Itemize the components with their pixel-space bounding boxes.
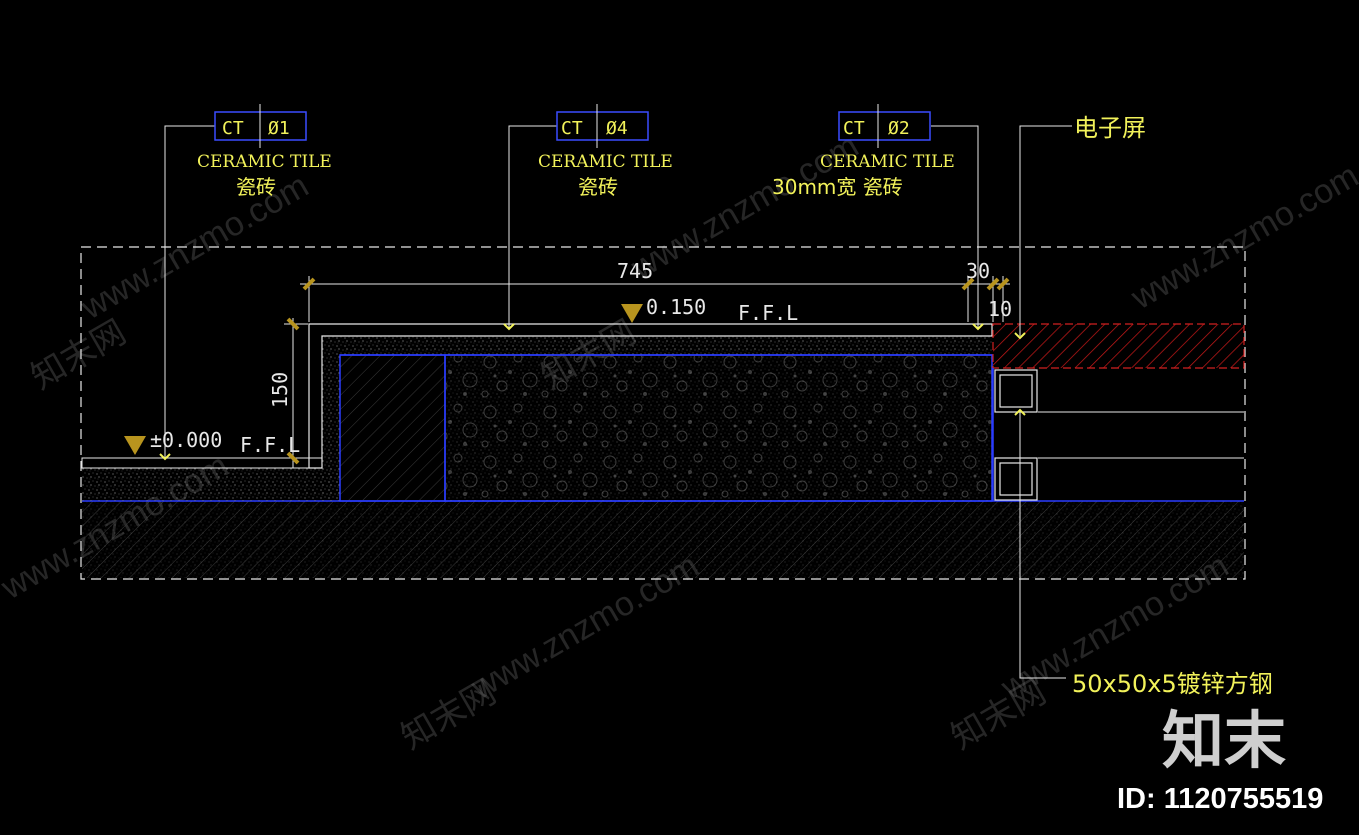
- tag-ct04: CT Ø4 CERAMIC TILE 瓷砖: [538, 104, 673, 199]
- dimension-vertical: 150: [268, 317, 308, 468]
- level-upper-value: 0.150: [646, 295, 706, 319]
- level-lower-value: ±0.000: [150, 428, 222, 452]
- tag-ct01: CT Ø1 CERAMIC TILE 瓷砖: [197, 104, 332, 199]
- tag-number: Ø2: [888, 118, 910, 139]
- tag-material-cn: 瓷砖: [236, 175, 276, 199]
- level-upper-suffix: F.F.L: [738, 301, 798, 325]
- drawing-boundary: [80, 246, 1246, 580]
- steel-tube-lower: [994, 457, 1038, 501]
- watermark-text: www.znzmo.com: [1124, 156, 1359, 317]
- dimension-horizontal: 745 30 10: [300, 259, 1012, 322]
- platform-screed: [322, 336, 992, 501]
- steel-label: 50x50x5镀锌方钢: [1072, 670, 1273, 698]
- tag-code: CT: [843, 118, 865, 139]
- level-upper: 0.150 F.F.L: [621, 295, 798, 325]
- tag-number: Ø4: [606, 118, 628, 139]
- tag-material: CERAMIC TILE: [197, 152, 332, 172]
- steel-tube-upper: [994, 369, 1038, 413]
- watermark-brand: 知末网: [25, 313, 132, 397]
- leader-lines: [164, 125, 1072, 679]
- lower-screed: [82, 468, 340, 501]
- tag-material: CERAMIC TILE: [538, 152, 673, 172]
- watermark-brand: 知末网: [395, 673, 502, 757]
- watermark-brand: 知末网: [945, 673, 1052, 757]
- tag-material-cn: 瓷砖: [578, 175, 618, 199]
- tag-number: Ø1: [268, 118, 290, 139]
- tag-code: CT: [222, 118, 244, 139]
- tag-material-cn: 30mm宽 瓷砖: [772, 175, 903, 199]
- tag-code: CT: [561, 118, 583, 139]
- dim-30: 30: [966, 259, 990, 283]
- dim-10: 10: [988, 297, 1012, 321]
- brand-logo: 知末: [1162, 704, 1286, 777]
- image-id: ID: 1120755519: [1117, 783, 1323, 815]
- brick-block: [339, 354, 446, 502]
- tag-ct02: CT Ø2 CERAMIC TILE 30mm宽 瓷砖: [772, 104, 955, 199]
- level-lower-suffix: F.F.L: [240, 433, 300, 457]
- screen-hatch: [992, 323, 1245, 369]
- level-lower: ±0.000 F.F.L: [124, 428, 300, 457]
- tag-material: CERAMIC TILE: [820, 152, 955, 172]
- screen-label: 电子屏: [1074, 114, 1146, 142]
- dim-150: 150: [268, 372, 292, 408]
- watermark-text: www.znzmo.com: [624, 126, 865, 287]
- dim-745: 745: [617, 259, 653, 283]
- leader-arrows: [159, 323, 1026, 461]
